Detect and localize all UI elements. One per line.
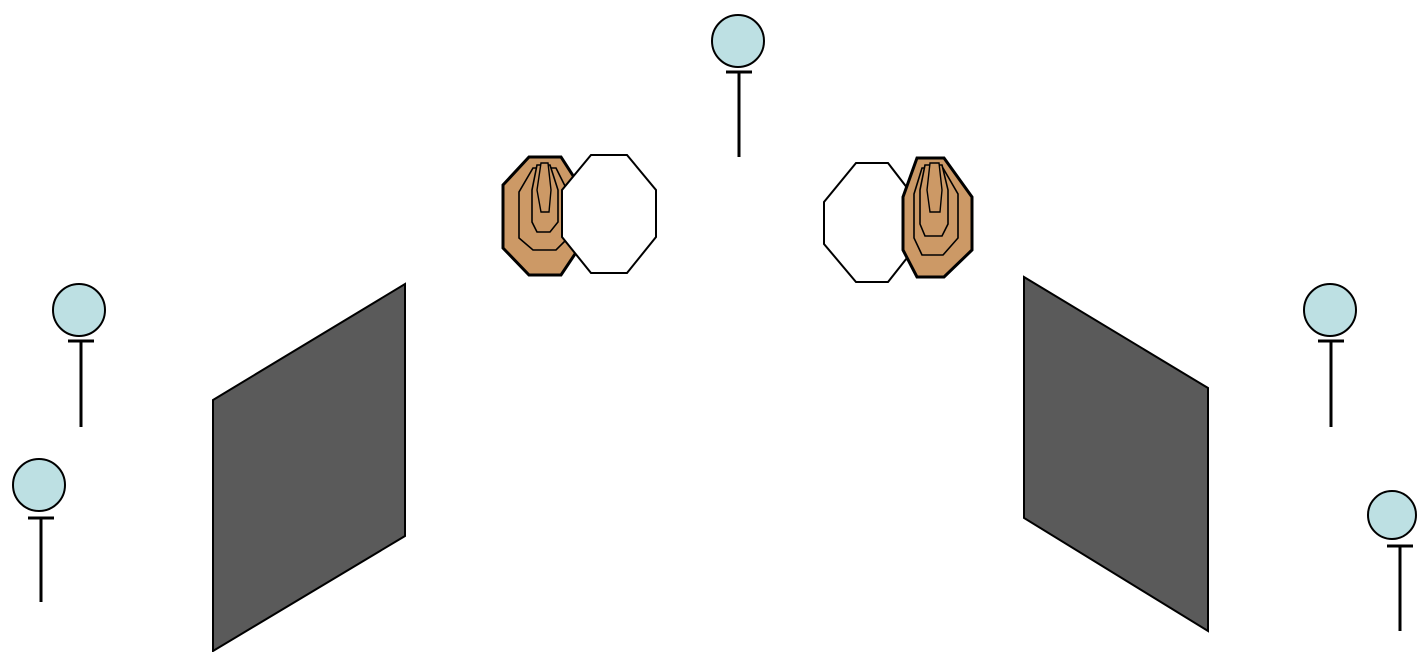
barrier-left: [212, 282, 406, 652]
target-group-left: [501, 154, 657, 277]
marker-top-center: [711, 14, 765, 157]
pin-marker-icon: [1303, 283, 1357, 337]
octagon-target-icon: [501, 155, 581, 277]
no-shoot-octagon-icon: [561, 154, 657, 274]
pin-marker-icon: [52, 283, 106, 337]
marker-right-lower: [1367, 490, 1417, 631]
pin-marker-icon: [12, 458, 66, 512]
octagon-target-icon: [901, 156, 974, 279]
no-shoot-octagon-icon: [823, 162, 919, 283]
target-group-right: [823, 156, 974, 283]
pin-marker-icon: [1367, 490, 1417, 540]
marker-right-upper: [1303, 283, 1357, 427]
barrier-right: [1023, 275, 1209, 633]
marker-left-lower: [12, 458, 66, 602]
pin-marker-icon: [711, 14, 765, 68]
marker-left-upper: [52, 283, 106, 427]
